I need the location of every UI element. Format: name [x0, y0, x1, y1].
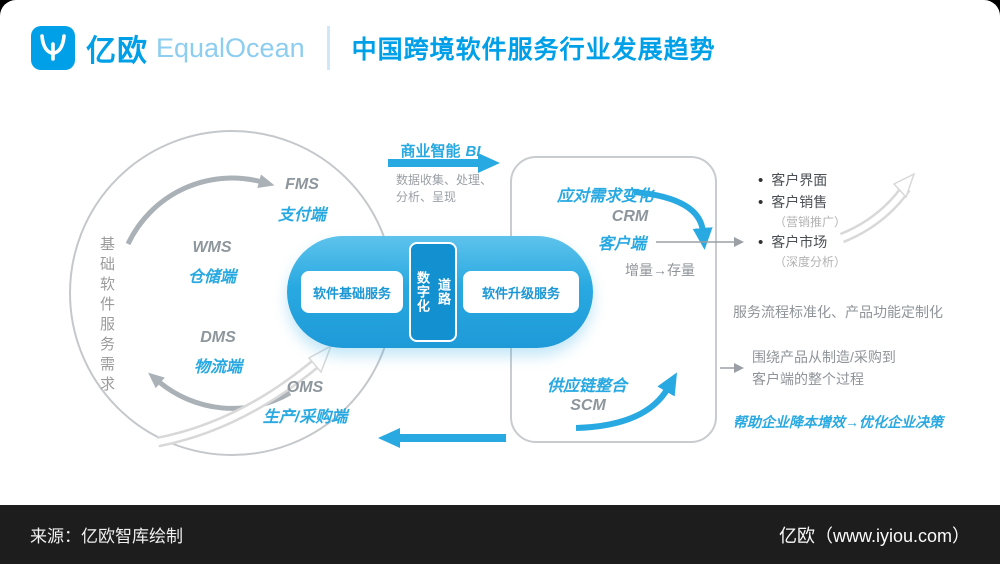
header: 亿欧 EqualOcean 中国跨境软件服务行业发展趋势	[0, 0, 1000, 96]
bullet-icon: •	[758, 171, 764, 189]
scm-abbr: SCM	[570, 397, 606, 414]
note-process-line1: 围绕产品从制造/采购到	[752, 349, 896, 365]
logo-text-cn: 亿欧	[86, 35, 148, 68]
header-divider	[326, 26, 330, 70]
bi-flow-label-en: BI	[465, 143, 481, 160]
node-fms-abbr: FMS	[285, 176, 319, 193]
node-dms-label: 物流端	[193, 359, 242, 376]
upgrade-services-box: 软件升级服务	[463, 271, 579, 313]
bi-flow-label-cn: 商业智能	[400, 143, 461, 160]
node-oms-abbr: OMS	[286, 379, 324, 396]
node-fms-label: 支付端	[277, 207, 326, 224]
diagram-arrows-layer	[69, 130, 916, 456]
digital-path-label-col2: 道路	[436, 278, 451, 306]
bi-flow-desc: 数据收集、处理、 分析、呈现	[396, 172, 492, 206]
node-dms-abbr: DMS	[200, 329, 236, 346]
brand-text: 亿欧（www.iyiou.com）	[778, 525, 970, 546]
node-wms-label: 仓储端	[187, 269, 236, 286]
increment-to-stock-label: 增量→存量	[625, 262, 695, 278]
page-title: 中国跨境软件服务行业发展趋势	[351, 36, 716, 64]
list-item-customer-interface: • 客户界面	[758, 169, 846, 191]
list-item-customer-market: • 客户市场	[758, 231, 846, 253]
bullet-icon: •	[758, 233, 764, 251]
swoosh-top-right-icon	[840, 186, 909, 241]
scm-curve-arrow-icon	[575, 372, 678, 431]
bullet-list: • 客户界面 • 客户销售 （营销推广） • 客户市场 （深度分析）	[758, 169, 846, 271]
center-pill: 软件基础服务 数字化 道路 软件升级服务	[287, 236, 593, 348]
slide-card: 亿欧 EqualOcean 中国跨境软件服务行业发展趋势	[0, 0, 1000, 505]
diagram-area: 软件基础服务 数字化 道路 软件升级服务 基础软件服务需求 FMS 支付端 WM…	[0, 96, 1000, 505]
swoosh-top-right-arrowhead-icon	[892, 172, 916, 199]
crm-curve-arrow-icon	[633, 189, 713, 250]
footer: 来源：亿欧智库绘制 亿欧（www.iyiou.com）	[0, 505, 1000, 564]
equalocean-logo-icon	[31, 26, 75, 70]
basic-services-box: 软件基础服务	[301, 271, 403, 313]
digital-path-label-col1: 数字化	[415, 271, 430, 313]
source-text: 来源：亿欧智库绘制	[30, 527, 183, 546]
list-item-customer-sales: • 客户销售	[758, 191, 846, 213]
logo-text-en: EqualOcean	[156, 32, 305, 63]
equalocean-logo: 亿欧 EqualOcean	[30, 25, 305, 71]
bullet-icon: •	[758, 193, 764, 211]
node-wms-abbr: WMS	[192, 239, 232, 256]
note-process-line2: 客户端的整个过程	[752, 371, 864, 387]
list-item-note: （营销推广）	[774, 215, 847, 229]
list-item-label: 客户销售	[771, 194, 828, 210]
cycle-arrow-top-icon	[125, 174, 275, 246]
digital-path-box: 数字化 道路	[409, 242, 457, 342]
note-standardization: 服务流程标准化、产品功能定制化	[733, 304, 943, 320]
node-oms-label: 生产/采购端	[262, 409, 348, 426]
cycle-vertical-label: 基础软件服务需求	[98, 236, 115, 396]
bi-flow-desc-line1: 数据收集、处理、	[396, 173, 493, 187]
list-item-label: 客户市场	[771, 234, 828, 250]
crm-abbr: CRM	[611, 208, 649, 225]
swoosh-bottom-left-icon	[157, 357, 322, 445]
bi-flow-desc-line2: 分析、呈现	[396, 190, 457, 204]
crm-client-label: 客户端	[597, 236, 646, 253]
upgrade-services-label: 软件升级服务	[481, 285, 560, 301]
panel-top-title: 应对需求变化	[556, 188, 653, 205]
list-item-label: 客户界面	[771, 172, 828, 188]
panel-bottom-title: 供应链整合	[546, 378, 627, 395]
note-benefit: 帮助企业降本增效→优化企业决策	[733, 414, 943, 430]
swoosh-bottom-left-arrowhead-icon	[307, 344, 333, 374]
basic-services-label: 软件基础服务	[312, 285, 391, 301]
list-item-note: （深度分析）	[774, 255, 847, 269]
